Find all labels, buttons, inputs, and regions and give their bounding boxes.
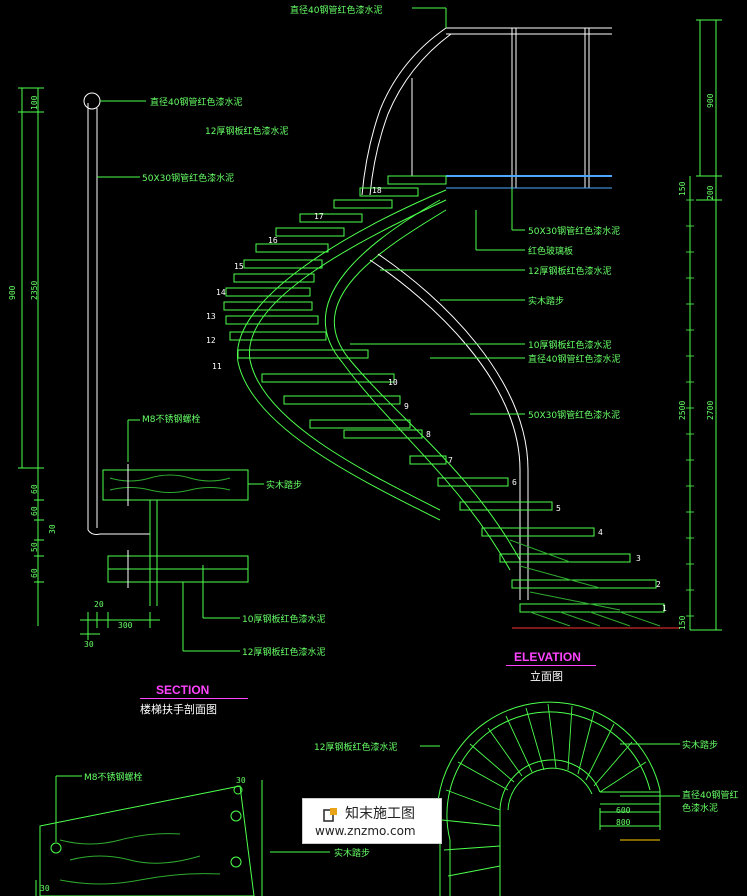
- step-number: 2: [656, 580, 661, 589]
- dim-bottom-30: 30: [84, 640, 94, 649]
- step-number: 17: [314, 212, 324, 221]
- section-title-underline: [140, 698, 248, 699]
- dim-right-step: 150: [678, 181, 687, 196]
- section-tube-note: 50X30钢管红色漆水泥: [142, 174, 235, 184]
- dim-left-60c: 60: [30, 568, 39, 578]
- elevation-subtitle: 立面图: [530, 670, 563, 683]
- dim-plan-600: 600: [616, 806, 631, 815]
- section-subtitle: 楼梯扶手剖面图: [140, 703, 217, 716]
- dim-left-900: 900: [8, 285, 17, 300]
- section-rail-note: 直径40钢管红色漆水泥: [150, 98, 243, 108]
- step-number: 12: [206, 336, 216, 345]
- step-number: 13: [206, 312, 216, 321]
- step-number: 16: [268, 236, 278, 245]
- plan-plate12-note: 12厚钢板红色漆水泥: [314, 743, 398, 753]
- step-number: 8: [426, 430, 431, 439]
- step-number: 5: [556, 504, 561, 513]
- section-bolt-note: M8不锈钢螺栓: [142, 415, 201, 425]
- detail-bolt-note: M8不锈钢螺栓: [84, 773, 143, 783]
- dim-plan-800: 800: [616, 818, 631, 827]
- elevation-plate10-note: 10厚钢板红色漆水泥: [528, 341, 612, 351]
- elevation-title: ELEVATION: [514, 650, 581, 664]
- step-number: 15: [234, 262, 244, 271]
- step-number: 7: [448, 456, 453, 465]
- dim-right-2700: 2700: [706, 400, 715, 420]
- dim-left-2350: 2350: [30, 280, 39, 300]
- logo-icon: [323, 808, 337, 822]
- dim-left-30: 30: [48, 524, 57, 534]
- dim-bottom-300: 300: [118, 621, 133, 630]
- section-plate12b-note: 12厚钢板红色漆水泥: [242, 648, 326, 658]
- step-number: 4: [598, 528, 603, 537]
- section-plate12-note: 12厚钢板红色漆水泥: [205, 127, 289, 137]
- dim-right-200: 200: [706, 185, 715, 200]
- step-number: 3: [636, 554, 641, 563]
- step-number: 14: [216, 288, 226, 297]
- watermark-name: 知末施工图: [345, 806, 415, 822]
- dim-right-step-bottom: 150: [678, 615, 687, 630]
- step-number: 9: [404, 402, 409, 411]
- elevation-tube2-note: 50X30钢管红色漆水泥: [528, 411, 621, 421]
- step-number: 1: [662, 604, 667, 613]
- dim-left-50: 50: [30, 542, 39, 552]
- elevation-glass-note: 红色玻璃板: [528, 247, 574, 257]
- watermark-url: www.znzmo.com: [315, 824, 416, 838]
- section-title: SECTION: [156, 683, 210, 697]
- elevation-wood-note: 实木踏步: [528, 297, 565, 307]
- plan-wood-note: 实木踏步: [682, 741, 719, 751]
- step-number: 10: [388, 378, 398, 387]
- watermark: 知末施工图 www.znzmo.com: [302, 798, 442, 844]
- elevation-title-underline: [506, 665, 596, 666]
- dim-left-60a: 60: [30, 484, 39, 494]
- step-number: 11: [212, 362, 222, 371]
- top-rail-note: 直径40钢管红色漆水泥: [290, 6, 383, 16]
- detail-wood-note: 实木踏步: [334, 849, 371, 859]
- dim-left-100: 100: [30, 95, 39, 110]
- dim-detail-30b: 30: [40, 884, 50, 893]
- elevation-plate12-note: 12厚钢板红色漆水泥: [528, 267, 612, 277]
- step-number: 6: [512, 478, 517, 487]
- step-number: 18: [372, 186, 382, 195]
- elevation-tube-note: 50X30钢管红色漆水泥: [528, 227, 621, 237]
- section-plate10-note: 10厚钢板红色漆水泥: [242, 615, 326, 625]
- dim-right-900: 900: [706, 93, 715, 108]
- plan-rail-note: 直径40钢管红色漆水泥: [682, 791, 739, 814]
- dim-left-60b: 60: [30, 506, 39, 516]
- dim-bottom-20: 20: [94, 600, 104, 609]
- elevation-rail-note: 直径40钢管红色漆水泥: [528, 355, 621, 365]
- dim-right-2500: 2500: [678, 400, 687, 420]
- dim-detail-30: 30: [236, 776, 246, 785]
- section-wood-note: 实木踏步: [266, 481, 303, 491]
